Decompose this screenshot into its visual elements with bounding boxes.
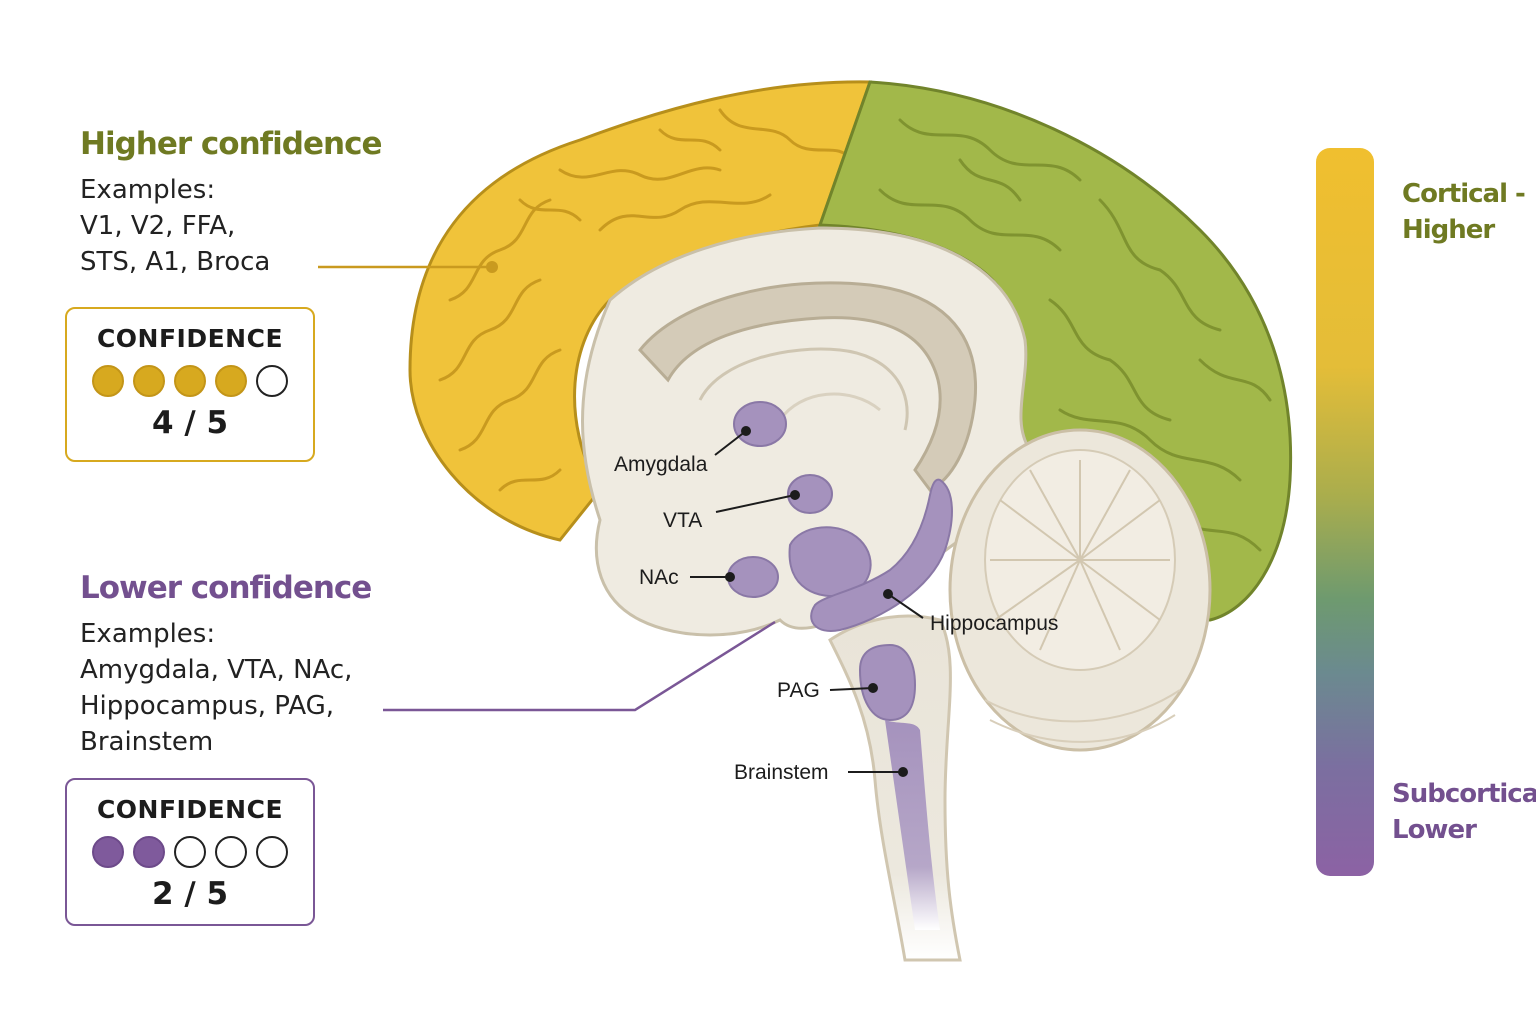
lower-examples: Examples: Amygdala, VTA, NAc, Hippocampu… xyxy=(80,616,352,760)
hippocampus-structure xyxy=(810,478,953,632)
higher-examples-line: STS, A1, Broca xyxy=(80,247,271,277)
amygdala-structure xyxy=(733,401,787,447)
higher-leader-dot xyxy=(486,261,498,273)
filled-dot-icon xyxy=(174,365,206,397)
filled-dot-icon xyxy=(133,836,165,868)
scale-top-label: Cortical - Higher xyxy=(1402,176,1526,248)
lower-leader-line xyxy=(383,620,776,712)
scale-top-label-line: Higher xyxy=(1402,215,1495,245)
higher-examples-line: V1, V2, FFA, xyxy=(80,211,236,241)
confidence-label: CONFIDENCE xyxy=(96,324,284,353)
pag-structure xyxy=(858,643,917,722)
confidence-rating-dots xyxy=(67,365,313,397)
label-brainstem: Brainstem xyxy=(734,761,829,784)
confidence-score: 2 / 5 xyxy=(151,876,229,912)
empty-dot-icon xyxy=(215,836,247,868)
label-amygdala: Amygdala xyxy=(614,453,708,476)
scale-bottom-label-line: Lower xyxy=(1392,815,1477,845)
lower-confidence-card: CONFIDENCE 2 / 5 xyxy=(65,778,315,926)
filled-dot-icon xyxy=(92,836,124,868)
confidence-label: CONFIDENCE xyxy=(96,795,284,824)
label-nac: NAc xyxy=(639,566,679,589)
higher-examples: Examples: V1, V2, FFA, STS, A1, Broca xyxy=(80,172,270,280)
cerebellum xyxy=(948,428,1212,752)
confidence-rating-dots xyxy=(67,836,313,868)
central-blob xyxy=(788,526,872,598)
lower-confidence-heading: Lower confidence xyxy=(80,570,372,606)
higher-examples-line: Examples: xyxy=(80,175,216,205)
lower-examples-line: Hippocampus, PAG, xyxy=(80,691,335,721)
lower-examples-line: Examples: xyxy=(80,619,216,649)
lower-examples-line: Amygdala, VTA, NAc, xyxy=(80,655,353,685)
empty-dot-icon xyxy=(174,836,206,868)
vta-structure xyxy=(787,474,833,514)
filled-dot-icon xyxy=(215,365,247,397)
empty-dot-icon xyxy=(256,365,288,397)
label-pag: PAG xyxy=(777,679,820,702)
lower-examples-line: Brainstem xyxy=(80,727,214,757)
label-vta: VTA xyxy=(663,509,702,532)
filled-dot-icon xyxy=(92,365,124,397)
higher-confidence-heading: Higher confidence xyxy=(80,126,382,162)
confidence-gradient-scale xyxy=(1316,148,1374,876)
scale-top-label-line: Cortical - xyxy=(1402,179,1526,209)
scale-bottom-label: Subcortical - Lower xyxy=(1392,776,1536,848)
confidence-score: 4 / 5 xyxy=(151,405,229,441)
scale-bottom-label-line: Subcortical - xyxy=(1392,779,1536,809)
filled-dot-icon xyxy=(133,365,165,397)
higher-confidence-card: CONFIDENCE 4 / 5 xyxy=(65,307,315,462)
label-hippocampus: Hippocampus xyxy=(930,612,1058,635)
empty-dot-icon xyxy=(256,836,288,868)
cortex-yellow-region xyxy=(408,80,873,542)
nac-structure xyxy=(727,556,779,598)
